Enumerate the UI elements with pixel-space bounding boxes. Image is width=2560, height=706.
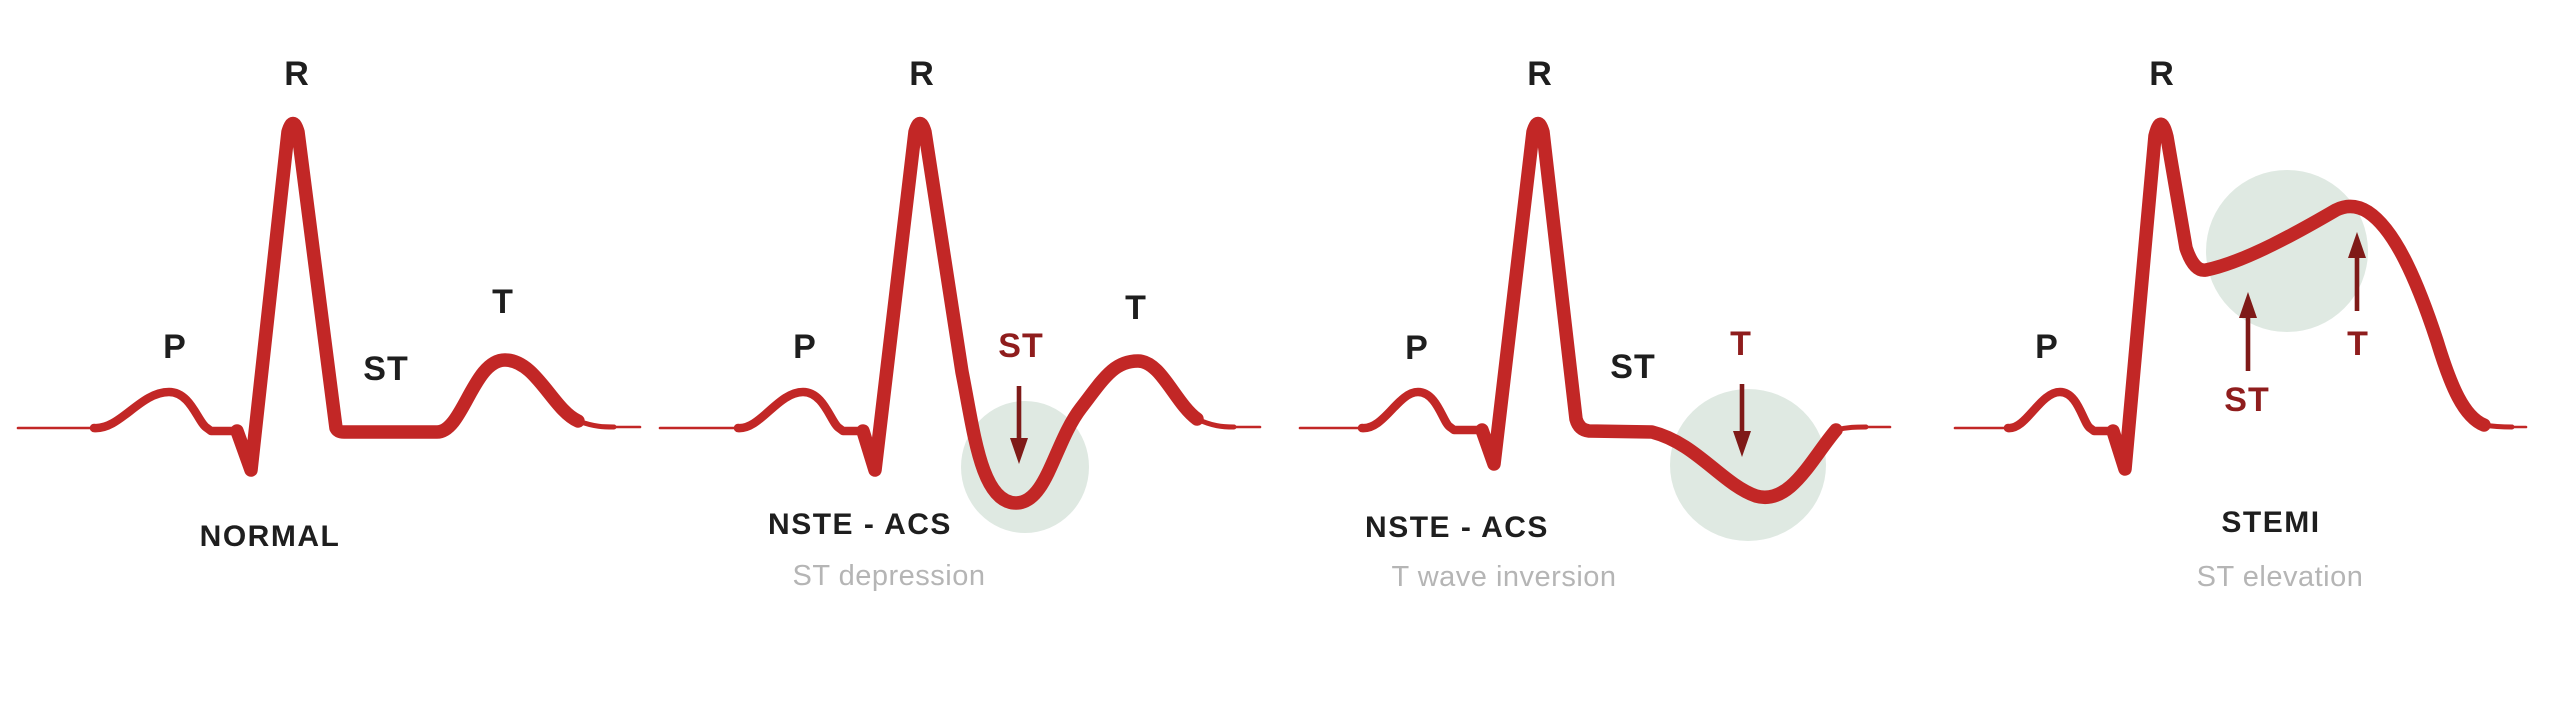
qrs-st-t-segment	[856, 116, 1204, 510]
condition-caption: NSTE - ACS	[768, 508, 952, 541]
panel-nste-acs-t-wave-inversion: P R ST T NSTE - ACS T wave inversion	[1298, 55, 1892, 593]
condition-caption: NSTE - ACS	[1365, 511, 1549, 544]
qrs-st-t-segment	[1475, 116, 1843, 505]
qrs-st-t-segment	[230, 116, 585, 477]
st-segment-label: ST	[998, 327, 1043, 365]
p-wave-segment	[733, 387, 868, 436]
p-wave-segment	[89, 387, 242, 436]
t-wave-tail-taper	[1194, 416, 1237, 430]
finding-caption: T wave inversion	[1391, 561, 1616, 593]
r-wave-label: R	[284, 55, 310, 93]
qrs-elevated-st-t-segment	[2106, 117, 2491, 476]
p-wave-label: P	[163, 328, 187, 366]
condition-caption: STEMI	[2221, 506, 2320, 539]
finding-caption: ST depression	[793, 560, 986, 592]
r-wave-label: R	[1527, 55, 1553, 93]
p-wave-label: P	[2035, 328, 2059, 366]
t-wave-tail-taper	[575, 418, 617, 430]
t-inversion-highlight-circle	[1670, 389, 1826, 541]
t-wave-label: T	[1125, 289, 1147, 327]
r-wave-label: R	[909, 55, 935, 93]
st-elevation-highlight-circle	[2206, 170, 2368, 332]
st-segment-label: ST	[1610, 348, 1655, 386]
p-wave-segment	[1357, 387, 1487, 435]
t-wave-label: T	[2347, 325, 2369, 363]
r-wave-label: R	[2149, 55, 2175, 93]
panel-normal: P R ST T NORMAL	[16, 55, 642, 553]
p-wave-label: P	[1405, 329, 1429, 367]
finding-caption: ST elevation	[2197, 561, 2364, 593]
t-up-arrowhead-icon	[2348, 232, 2366, 258]
st-up-arrowhead-icon	[2239, 292, 2257, 318]
p-wave-segment	[2003, 387, 2118, 436]
st-segment-label: ST	[2224, 381, 2269, 419]
t-wave-label: T	[492, 283, 514, 321]
t-down-arrowhead-icon	[1733, 431, 1751, 457]
p-wave-label: P	[793, 328, 817, 366]
t-wave-tail-taper	[1833, 424, 1869, 433]
condition-caption: NORMAL	[200, 520, 341, 553]
panel-nste-acs-st-depression: P R ST T NSTE - ACS ST depression	[658, 55, 1262, 592]
panel-stemi: P R ST T STEMI ST elevation	[1953, 55, 2528, 593]
t-wave-tail-taper	[2481, 422, 2515, 430]
st-down-arrowhead-icon	[1010, 438, 1028, 464]
st-depression-highlight-circle	[961, 401, 1089, 533]
t-wave-label: T	[1730, 325, 1752, 363]
st-segment-label: ST	[363, 350, 408, 388]
